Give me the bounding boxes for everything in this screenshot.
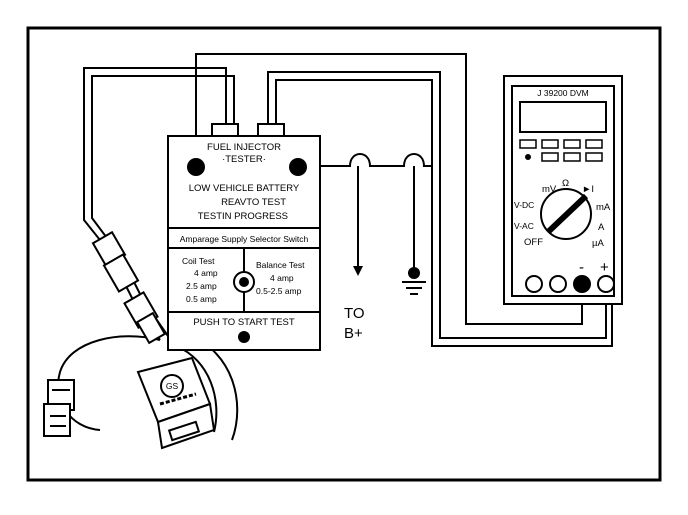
to-label: TO xyxy=(344,305,365,322)
module-badge xyxy=(160,374,184,398)
dvm-key[interactable] xyxy=(519,139,537,149)
dial-label-ua: µA xyxy=(592,238,604,249)
dial-label-vac: V-AC xyxy=(514,221,534,231)
dvm-display xyxy=(519,101,607,133)
tester-title: FUEL INJECTOR xyxy=(207,142,281,153)
wire-to-battery xyxy=(298,153,432,167)
ground-symbol xyxy=(402,267,426,295)
tester-jack-left[interactable] xyxy=(187,158,205,176)
start-test-button[interactable] xyxy=(238,331,250,343)
dvm-key[interactable] xyxy=(563,152,581,162)
balance-test-title: Balance Test xyxy=(256,260,305,270)
dial-label-mv: mV xyxy=(542,184,557,195)
dial-label-diode: ►I xyxy=(582,184,594,195)
harness-connector xyxy=(91,230,167,345)
dvm-key[interactable] xyxy=(585,139,603,149)
b-plus-label: B+ xyxy=(344,325,363,342)
coil-test-title: Coil Test xyxy=(182,256,215,266)
module-badge-text: GS xyxy=(166,381,179,391)
balance-test-value: 4 amp xyxy=(270,273,294,283)
dial-label-vdc: V-DC xyxy=(514,200,534,210)
selector-header: Amparage Supply Selector Switch xyxy=(180,234,309,244)
injector-plug xyxy=(43,379,75,437)
dvm-key[interactable] xyxy=(585,152,603,162)
b-plus-arrow xyxy=(353,266,363,276)
dvm-key[interactable] xyxy=(563,139,581,149)
dial-label-off: OFF xyxy=(524,237,543,248)
coil-test-value: 0.5 amp xyxy=(186,294,217,304)
coil-test-value: 2.5 amp xyxy=(186,281,217,291)
injector-tester: FUEL INJECTOR ·TESTER· LOW VEHICLE BATTE… xyxy=(167,123,321,351)
dvm-key[interactable] xyxy=(541,152,559,162)
dvm-model: J 39200 DVM xyxy=(537,88,589,98)
push-to-start-label: PUSH TO START TEST xyxy=(193,317,295,328)
dvm-terminal[interactable] xyxy=(549,275,567,293)
dvm-dial-pointer xyxy=(545,193,589,235)
injector-module: GS xyxy=(136,356,216,450)
dial-label-ohm: Ω xyxy=(562,178,569,189)
dvm-terminal[interactable] xyxy=(525,275,543,293)
dial-label-ma: mA xyxy=(596,202,611,213)
wire-to-dvm-positive xyxy=(267,71,607,339)
status-in-progress: TESTIN PROGRESS xyxy=(198,211,288,222)
terminal-minus-label: - xyxy=(579,259,584,276)
status-ready: REAVTO TEST xyxy=(221,197,286,208)
terminal-plus-label: + xyxy=(600,259,609,276)
balance-test-value: 0.5-2.5 amp xyxy=(256,286,302,296)
tester-subtitle: ·TESTER· xyxy=(222,154,266,165)
dial-label-a: A xyxy=(598,222,605,233)
dvm-power-dot xyxy=(525,154,531,160)
diagram-frame xyxy=(26,26,662,482)
dvm-key[interactable] xyxy=(541,139,559,149)
coil-test-value: 4 amp xyxy=(194,268,218,278)
wire-to-dvm-negative xyxy=(195,53,583,325)
dvm-terminal-negative[interactable] xyxy=(573,275,591,293)
status-low-battery: LOW VEHICLE BATTERY xyxy=(189,183,300,194)
dvm-terminal-positive[interactable] xyxy=(597,275,615,293)
tester-jack-right[interactable] xyxy=(289,158,307,176)
digital-volt-meter: J 39200 DVM mV Ω ►I V-DC V-AC OFF mA A µ… xyxy=(503,75,623,305)
